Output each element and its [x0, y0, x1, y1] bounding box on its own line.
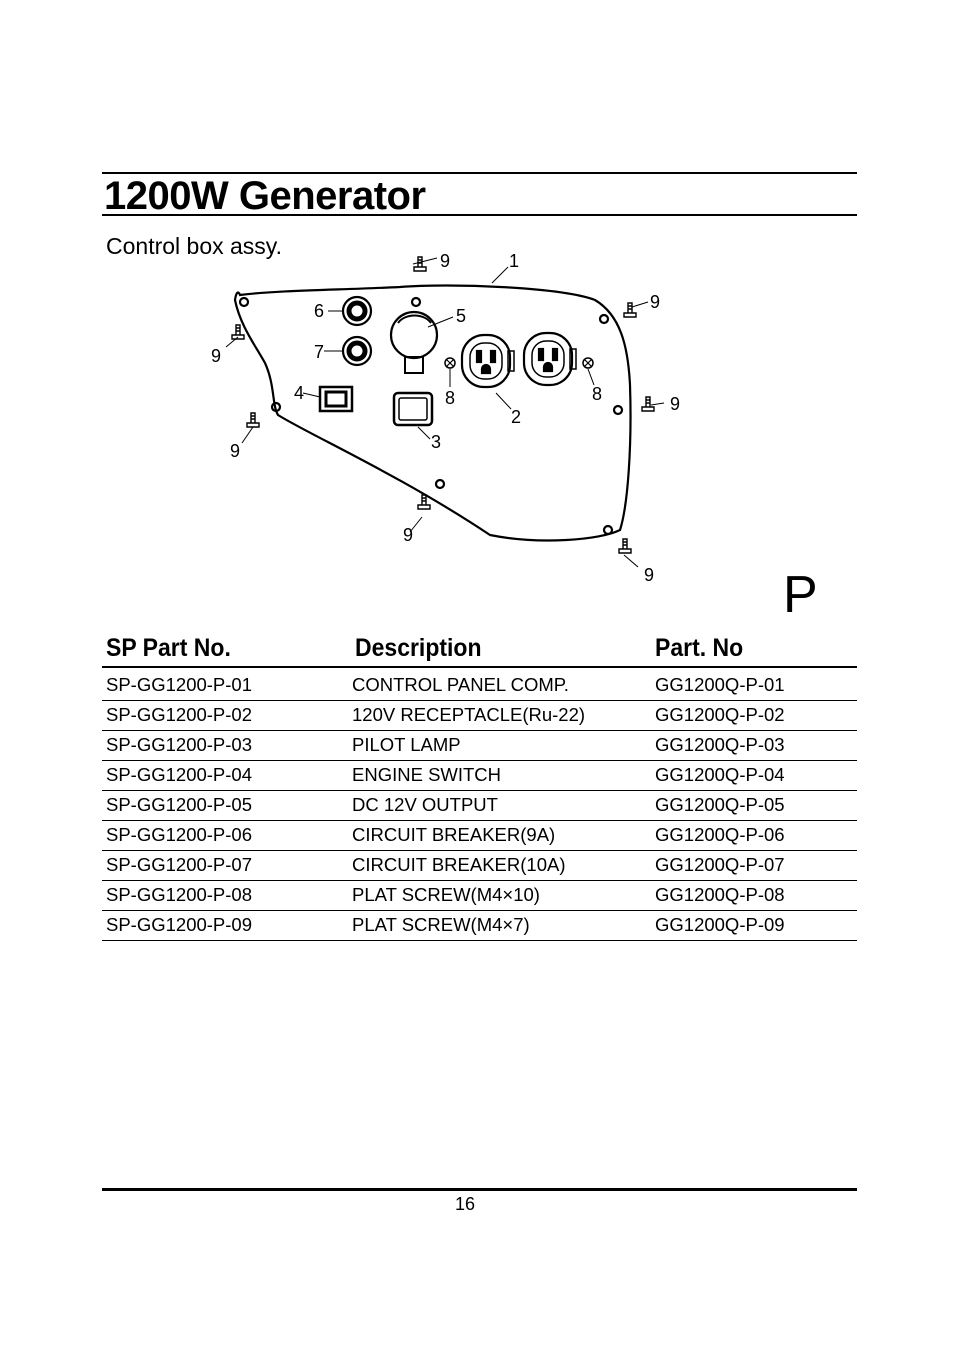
part-no: GG1200Q-P-09: [655, 914, 785, 935]
callout-8: 8: [592, 384, 602, 404]
description: DC 12V OUTPUT: [352, 794, 498, 815]
callout-7: 7: [314, 342, 324, 362]
part-no: GG1200Q-P-04: [655, 764, 785, 785]
title-underline: [102, 214, 857, 216]
callout-3: 3: [431, 432, 441, 452]
col-header-description: Description: [355, 634, 482, 662]
diagram-marker: P: [783, 566, 818, 624]
page-number: 16: [454, 1194, 476, 1214]
sp-part-no: SP-GG1200-P-07: [106, 854, 253, 875]
description: PLAT SCREW(M4×7): [352, 914, 530, 935]
receptacle-left: [460, 333, 515, 389]
callout-9: 9: [644, 565, 654, 585]
part-no: GG1200Q-P-05: [655, 794, 785, 815]
sp-part-no: SP-GG1200-P-09: [106, 914, 253, 935]
sp-part-no: SP-GG1200-P-06: [106, 824, 253, 845]
sp-part-no: SP-GG1200-P-03: [106, 734, 253, 755]
callout-9: 9: [670, 394, 680, 414]
callout-9: 9: [230, 441, 240, 461]
description: CIRCUIT BREAKER(10A): [352, 854, 566, 875]
sp-part-no: SP-GG1200-P-02: [106, 704, 253, 725]
plat-screw-m4x10: [444, 357, 456, 369]
part-no: GG1200Q-P-07: [655, 854, 785, 875]
mount-hole: [238, 296, 250, 308]
page-title: 1200W Generator: [104, 174, 426, 218]
mount-hole: [434, 478, 446, 490]
part-no: GG1200Q-P-06: [655, 824, 785, 845]
table-row: SP-GG1200-P-04 ENGINE SWITCH GG1200Q-P-0…: [102, 760, 857, 791]
plat-screw-m4x7: [246, 412, 260, 428]
plat-screw-m4x7: [618, 538, 632, 554]
callout-9: 9: [650, 292, 660, 312]
plat-screw-m4x7: [623, 302, 637, 318]
control-box-diagram: 1 2 3 4 5 6 7 8 8 9 9 9 9 9 9 9: [211, 251, 680, 585]
mount-hole: [612, 404, 624, 416]
part-no: GG1200Q-P-02: [655, 704, 785, 725]
engine-switch: [318, 385, 354, 413]
mount-hole: [602, 524, 614, 536]
col-header-part-no: Part. No: [655, 634, 744, 662]
plat-screw-m4x7: [231, 324, 245, 340]
table-row: SP-GG1200-P-03 PILOT LAMP GG1200Q-P-03: [102, 730, 857, 761]
control-panel-outline: [233, 284, 632, 542]
dc-12v-output: [389, 310, 439, 360]
part-no: GG1200Q-P-01: [655, 674, 785, 695]
callout-8: 8: [445, 388, 455, 408]
table-row: SP-GG1200-P-05 DC 12V OUTPUT GG1200Q-P-0…: [102, 790, 857, 821]
mount-hole: [410, 296, 422, 308]
callout-4: 4: [294, 383, 304, 403]
callout-6: 6: [314, 301, 324, 321]
callout-5: 5: [456, 306, 466, 326]
description: PILOT LAMP: [352, 734, 461, 755]
callout-9: 9: [440, 251, 450, 271]
pilot-lamp: [392, 391, 434, 427]
table-row: SP-GG1200-P-02 120V RECEPTACLE(Ru-22) GG…: [102, 700, 857, 731]
callout-2: 2: [511, 407, 521, 427]
description: CONTROL PANEL COMP.: [352, 674, 569, 695]
table-row: SP-GG1200-P-06 CIRCUIT BREAKER(9A) GG120…: [102, 820, 857, 851]
sp-part-no: SP-GG1200-P-04: [106, 764, 253, 785]
plat-screw-m4x7: [641, 396, 655, 412]
plat-screw-m4x7: [417, 494, 431, 510]
description: CIRCUIT BREAKER(9A): [352, 824, 556, 845]
table-row: SP-GG1200-P-09 PLAT SCREW(M4×7) GG1200Q-…: [102, 910, 857, 941]
callout-9: 9: [403, 525, 413, 545]
description: 120V RECEPTACLE(Ru-22): [352, 704, 586, 725]
table-row: SP-GG1200-P-01 CONTROL PANEL COMP. GG120…: [102, 670, 857, 701]
table-row: SP-GG1200-P-08 PLAT SCREW(M4×10) GG1200Q…: [102, 880, 857, 911]
callout-9: 9: [211, 346, 221, 366]
table-header-rule: [102, 666, 857, 668]
part-no: GG1200Q-P-03: [655, 734, 785, 755]
receptacle-right: [522, 331, 577, 387]
col-header-sp-part-no: SP Part No.: [106, 634, 231, 662]
mount-hole: [270, 401, 282, 413]
part-no: GG1200Q-P-08: [655, 884, 785, 905]
description: PLAT SCREW(M4×10): [352, 884, 540, 905]
plat-screw-m4x7: [413, 256, 427, 272]
plat-screw-m4x10: [582, 357, 594, 369]
section-subtitle: Control box assy.: [106, 233, 282, 259]
sp-part-no: SP-GG1200-P-01: [106, 674, 253, 695]
sp-part-no: SP-GG1200-P-08: [106, 884, 253, 905]
table-row: SP-GG1200-P-07 CIRCUIT BREAKER(10A) GG12…: [102, 850, 857, 881]
top-rule: [102, 172, 857, 174]
footer-rule: [102, 1188, 857, 1191]
description: ENGINE SWITCH: [352, 764, 502, 785]
sp-part-no: SP-GG1200-P-05: [106, 794, 253, 815]
callout-1: 1: [509, 251, 519, 271]
mount-hole: [598, 313, 610, 325]
